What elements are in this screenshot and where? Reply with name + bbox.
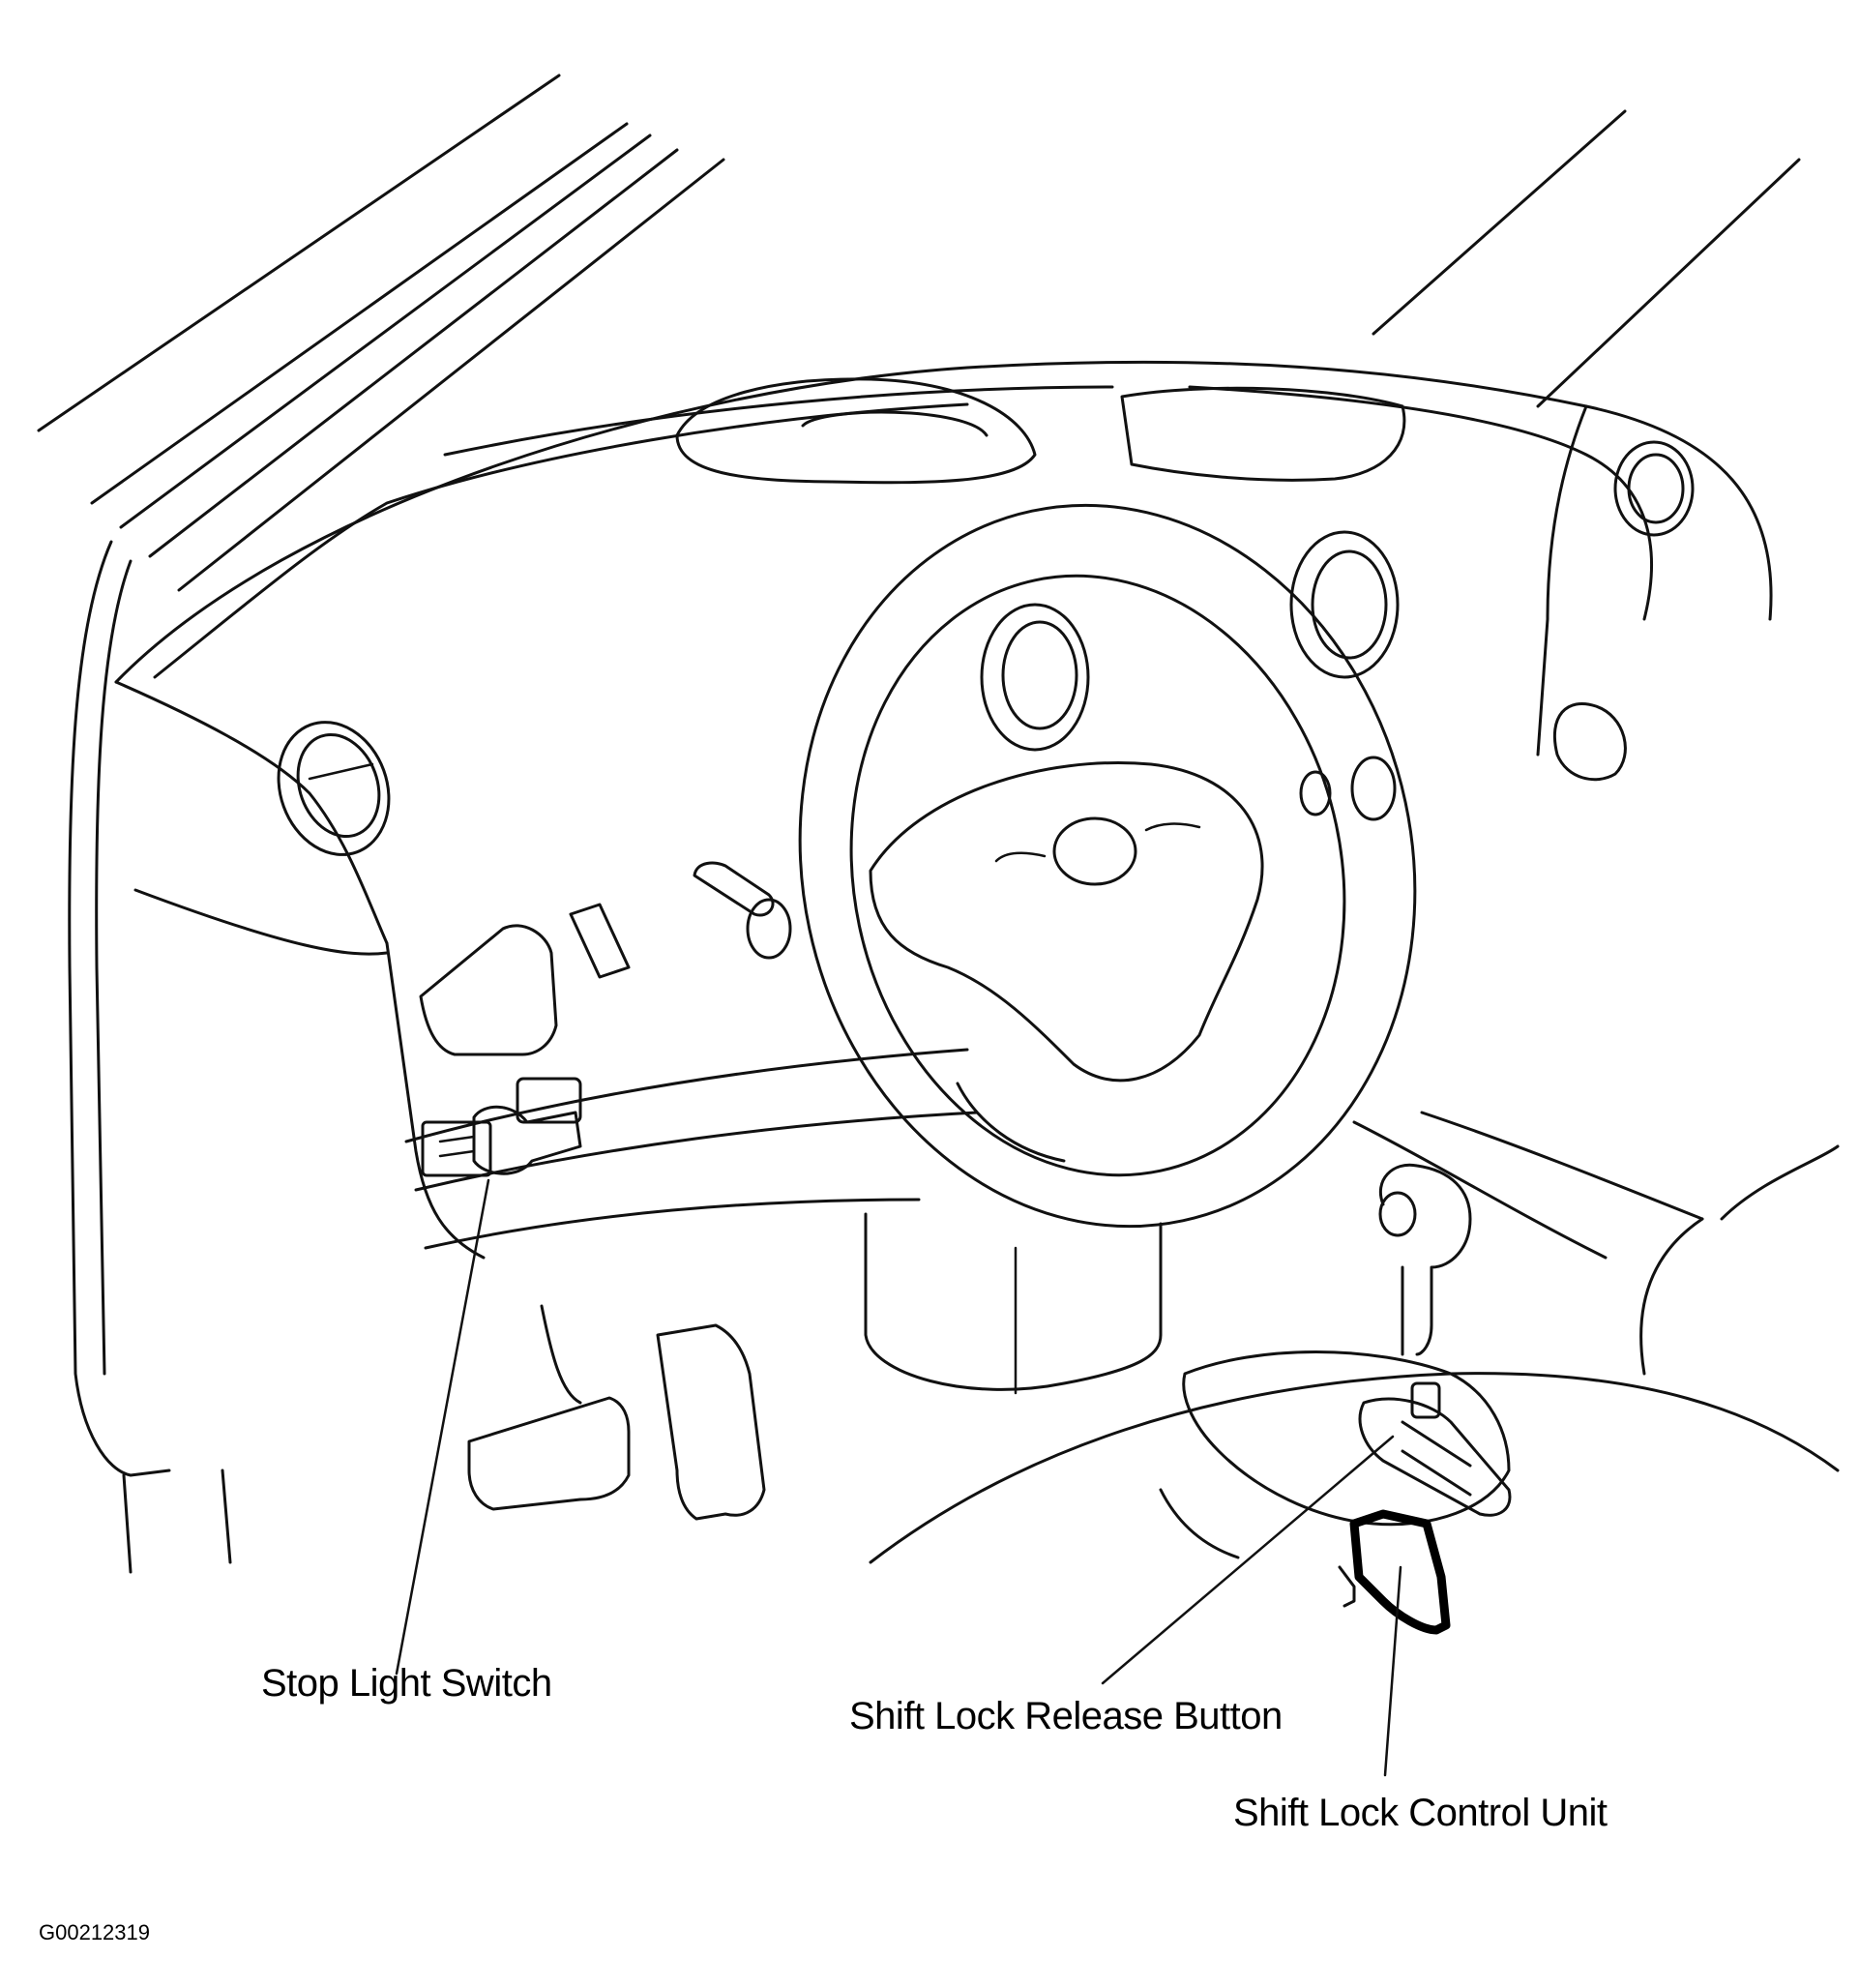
stop-light-switch-part <box>421 1077 582 1177</box>
center-gauges <box>980 530 1400 821</box>
gear-shifter <box>1378 1163 1472 1419</box>
steering-column <box>864 1212 1163 1395</box>
shift-lock-control-unit-part <box>1338 1509 1451 1635</box>
leader-lines <box>395 1178 1402 1777</box>
door-pillar <box>68 540 232 1574</box>
lower-dash <box>385 941 1840 1376</box>
callout-stop-light-switch: Stop Light Switch <box>261 1662 552 1705</box>
stalk-lever <box>693 861 792 960</box>
windshield-lines <box>37 74 1801 592</box>
right-air-vents <box>1552 440 1695 782</box>
instrument-hood <box>675 377 1406 485</box>
left-air-vent <box>277 721 391 856</box>
dashboard-outline <box>114 360 1773 956</box>
figure-id: G00212319 <box>39 1920 150 1944</box>
callout-shift-lock-control-unit: Shift Lock Control Unit <box>1233 1792 1608 1834</box>
dash-switches <box>419 903 631 1056</box>
callout-shift-lock-release-button: Shift Lock Release Button <box>849 1695 1283 1737</box>
shift-console <box>869 1350 1840 1564</box>
steering-wheel <box>798 503 1417 1229</box>
pedals <box>467 1304 766 1521</box>
